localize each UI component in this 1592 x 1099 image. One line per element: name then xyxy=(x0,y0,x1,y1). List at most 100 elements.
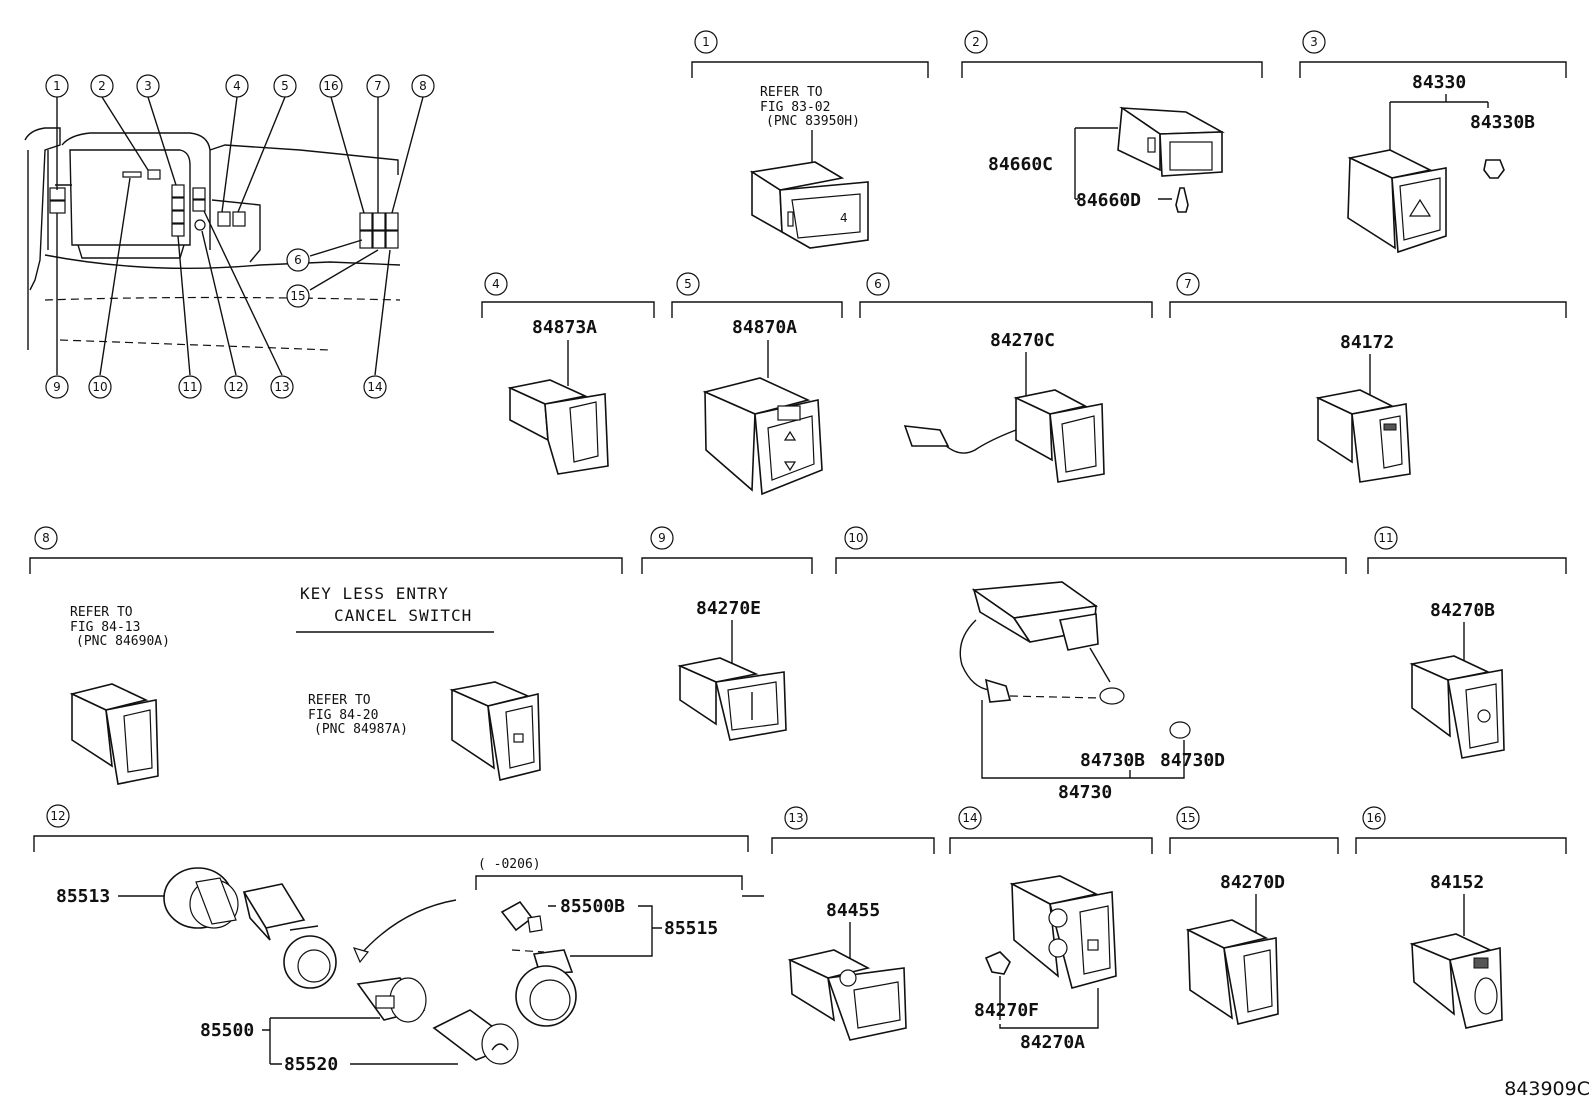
lens-84730b xyxy=(1099,687,1125,705)
svg-text:KEY LESS ENTRY: KEY LESS ENTRY xyxy=(300,584,449,603)
center-panel-top xyxy=(209,144,399,175)
section-15: 15 84270D xyxy=(1169,806,1339,1025)
svg-text:11: 11 xyxy=(1378,531,1393,545)
svg-text:84870A: 84870A xyxy=(732,317,797,338)
svg-text:7: 7 xyxy=(1184,277,1192,291)
leader-2 xyxy=(101,96,149,171)
leader-5 xyxy=(237,96,286,213)
switch-84172 xyxy=(1315,389,1411,483)
svg-text:4: 4 xyxy=(233,79,241,93)
switch-12 xyxy=(194,219,206,231)
switch-13b xyxy=(192,199,206,212)
callout-1: 1 xyxy=(45,74,69,98)
bracket-84270a xyxy=(999,976,1099,1029)
section-12-bracket xyxy=(33,835,749,852)
section-13-bracket xyxy=(771,837,935,854)
section-6: 6 84270C xyxy=(859,272,1153,483)
leader-14 xyxy=(374,249,391,376)
svg-text:CANCEL SWITCH: CANCEL SWITCH xyxy=(334,606,472,625)
svg-text:84730D: 84730D xyxy=(1160,750,1225,771)
svg-text:6: 6 xyxy=(874,277,882,291)
svg-text:3: 3 xyxy=(144,79,152,93)
svg-text:(PNC 83950H): (PNC 83950H) xyxy=(766,114,860,129)
dashboard-overview: 1 2 3 4 5 16 7 8 6 15 9 10 11 12 13 14 xyxy=(24,74,435,399)
section-8-bracket xyxy=(29,557,623,574)
switch-7 xyxy=(372,212,386,231)
section-16: 16 84152 xyxy=(1355,806,1567,1029)
callout-8: 8 xyxy=(411,74,435,98)
svg-text:3: 3 xyxy=(1310,35,1318,49)
arrowhead xyxy=(352,947,370,964)
leader-4 xyxy=(221,96,238,213)
callout-16: 16 xyxy=(319,74,343,98)
bracket-84330 xyxy=(1389,94,1489,158)
section-5: 5 84870A xyxy=(671,272,843,496)
switch-84270c xyxy=(903,389,1105,483)
ring xyxy=(283,925,337,989)
section-10-bracket xyxy=(835,557,1347,574)
switch-14 xyxy=(385,230,399,249)
svg-text:12: 12 xyxy=(50,809,65,823)
switch-84152 xyxy=(1409,933,1503,1029)
section-11: 11 84270B xyxy=(1367,526,1567,759)
callout-14: 14 xyxy=(363,375,387,399)
svg-text:5: 5 xyxy=(281,79,289,93)
callout-11: 11 xyxy=(178,375,202,399)
svg-text:FIG 84-13: FIG 84-13 xyxy=(70,620,140,635)
callout-9: 9 xyxy=(45,375,69,399)
switch-3b xyxy=(171,197,185,211)
svg-text:8: 8 xyxy=(419,79,427,93)
sensor-assembly-84730 xyxy=(959,581,1111,703)
leader-12 xyxy=(201,230,237,376)
svg-text:FIG 83-02: FIG 83-02 xyxy=(760,100,830,115)
svg-text:11: 11 xyxy=(182,380,197,394)
svg-text:13: 13 xyxy=(274,380,289,394)
section-2-bracket xyxy=(961,61,1263,78)
ring-85515 xyxy=(515,949,577,1027)
svg-text:1: 1 xyxy=(702,35,710,49)
svg-text:84172: 84172 xyxy=(1340,332,1394,353)
svg-text:85520: 85520 xyxy=(284,1054,338,1075)
bracket-85515 xyxy=(548,905,662,957)
svg-text:84730B: 84730B xyxy=(1080,750,1145,771)
section-7-bracket xyxy=(1169,301,1567,318)
mirror-switch-84870a xyxy=(702,377,823,496)
svg-text:14: 14 xyxy=(367,380,382,394)
svg-text:84873A: 84873A xyxy=(532,317,597,338)
section-9: 9 84270E xyxy=(641,526,813,741)
cluster-lower xyxy=(77,244,185,259)
svg-text:84455: 84455 xyxy=(826,900,880,921)
leader-15 xyxy=(309,249,379,291)
switch-13a xyxy=(192,187,206,200)
switch-84270d xyxy=(1185,919,1279,1025)
switch-84455 xyxy=(787,949,907,1041)
svg-text:15: 15 xyxy=(1180,811,1195,825)
svg-text:84270E: 84270E xyxy=(696,598,761,619)
section-11-bracket xyxy=(1367,557,1567,574)
callout-7: 7 xyxy=(366,74,390,98)
leader-11 xyxy=(177,235,191,376)
svg-text:84660C: 84660C xyxy=(988,154,1053,175)
keyless-cancel-switch-84987a xyxy=(449,681,541,781)
callout-10: 10 xyxy=(88,375,112,399)
switch-11a xyxy=(171,210,185,224)
cluster-hood xyxy=(61,132,211,250)
dash-outline-left xyxy=(24,127,61,291)
section-2: 2 84660C 84660D xyxy=(961,30,1263,213)
figure-id: 843909C xyxy=(1504,1078,1590,1099)
switch-8 xyxy=(385,212,399,231)
section-15-bracket xyxy=(1169,837,1339,854)
socket-body xyxy=(242,883,306,941)
svg-text:84270A: 84270A xyxy=(1020,1032,1085,1053)
leader-13 xyxy=(203,210,283,376)
arrow xyxy=(359,899,457,956)
svg-text:84330B: 84330B xyxy=(1470,112,1535,133)
callout-5: 5 xyxy=(273,74,297,98)
svg-text:85500: 85500 xyxy=(200,1020,254,1041)
svg-text:13: 13 xyxy=(788,811,803,825)
switch-4 xyxy=(217,211,231,227)
svg-text:85515: 85515 xyxy=(664,918,718,939)
svg-text:8: 8 xyxy=(42,531,50,545)
section-9-bracket xyxy=(641,557,813,574)
